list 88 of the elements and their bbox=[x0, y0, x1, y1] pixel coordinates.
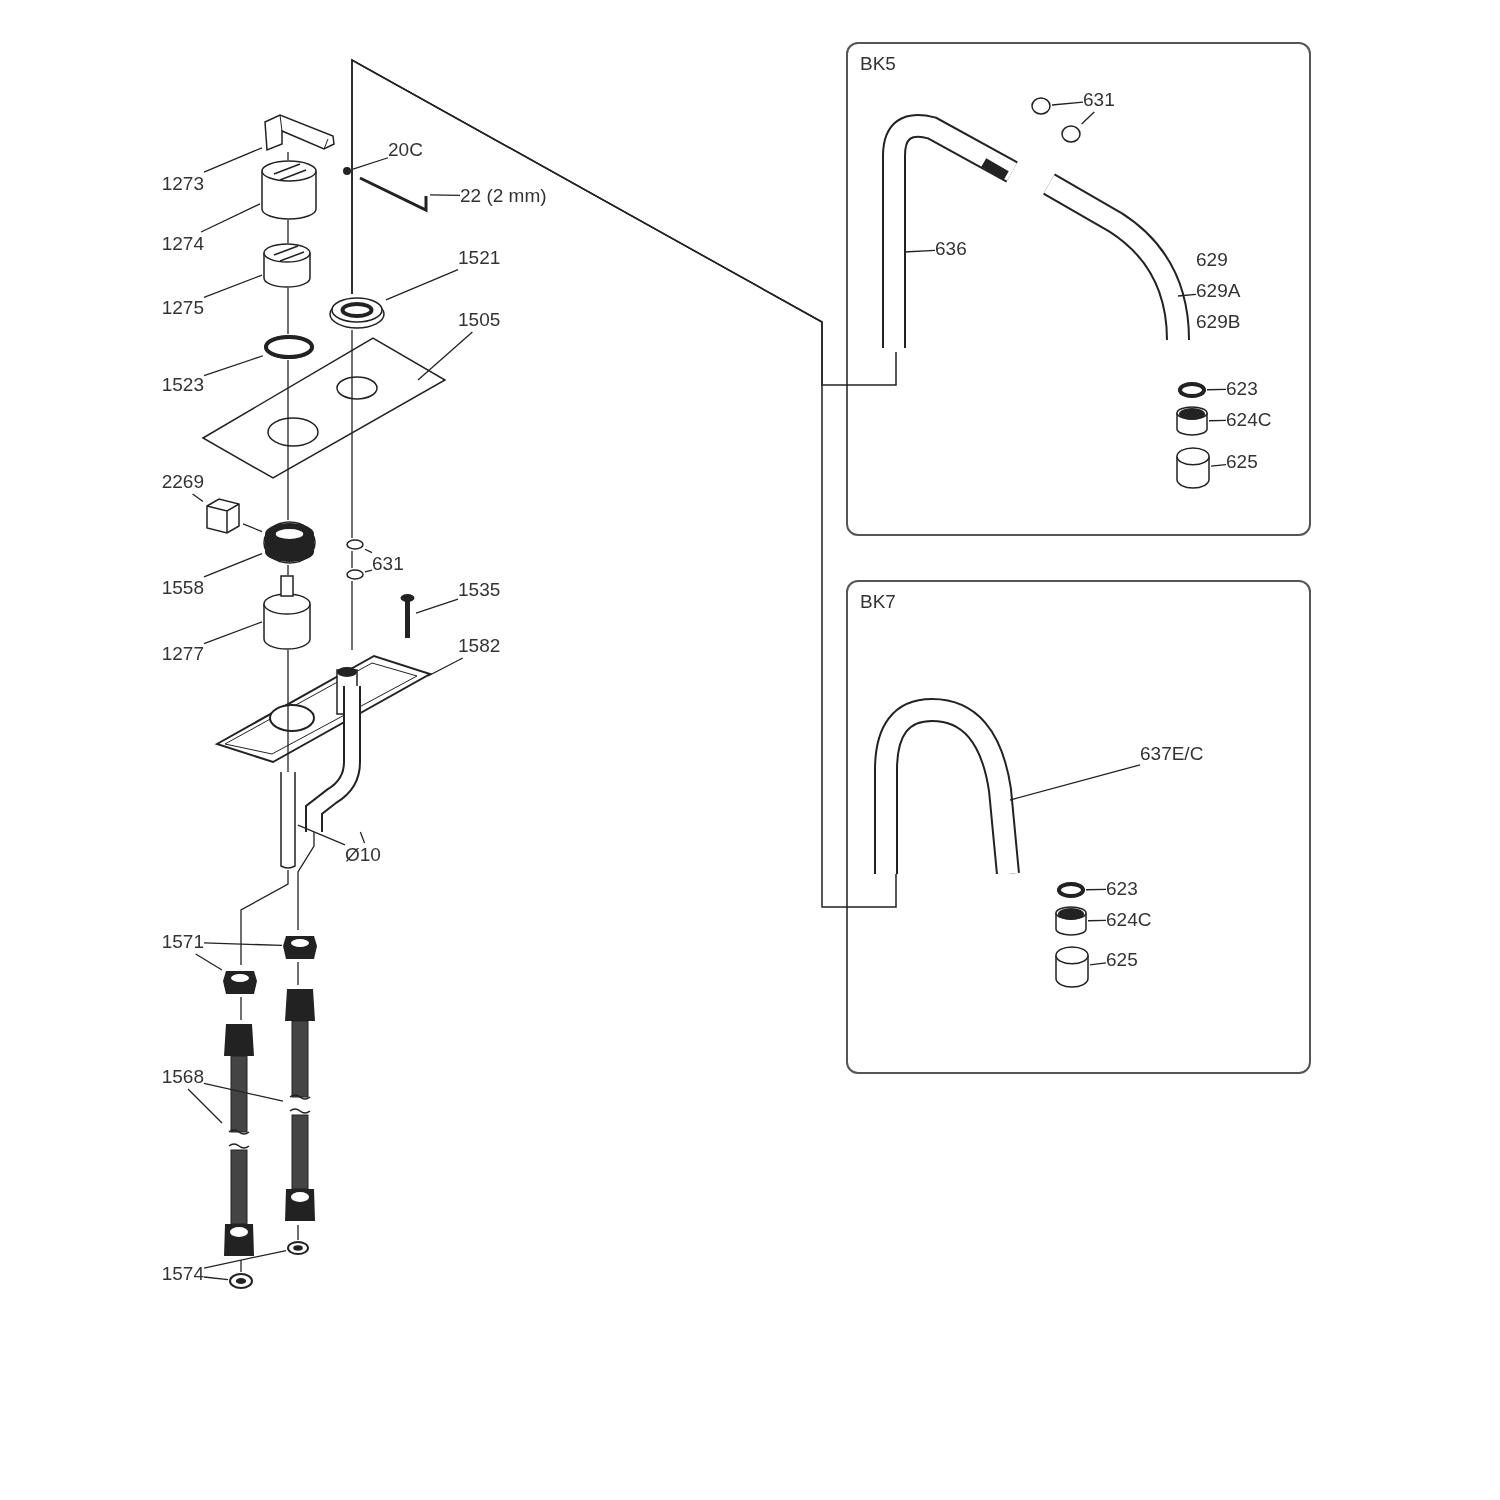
centre-line bbox=[287, 287, 289, 335]
leader-line bbox=[1087, 919, 1107, 922]
leader-line bbox=[427, 657, 464, 677]
callout-number: 1523 bbox=[148, 373, 204, 397]
leader-line bbox=[359, 831, 366, 844]
callout-number: 1582 bbox=[458, 634, 514, 658]
leader-line bbox=[429, 194, 461, 196]
leader-line bbox=[1085, 888, 1107, 891]
centre-line bbox=[351, 480, 353, 539]
centre-line bbox=[287, 359, 289, 482]
callout-number: 631 bbox=[1083, 88, 1131, 112]
leader-line bbox=[1051, 101, 1084, 106]
centre-line bbox=[287, 767, 289, 773]
centre-line bbox=[287, 480, 289, 521]
leader-line bbox=[203, 1276, 229, 1281]
centre-line bbox=[297, 1224, 299, 1241]
centre-line bbox=[240, 1259, 242, 1273]
leader-line bbox=[1009, 764, 1141, 801]
detail-panel bbox=[846, 42, 1311, 536]
centre-line bbox=[240, 869, 289, 966]
leader-line bbox=[352, 157, 389, 170]
callout-number: 20C bbox=[388, 138, 436, 162]
leader-line bbox=[203, 621, 263, 645]
panel-heading: BK7 bbox=[860, 590, 896, 614]
centre-line bbox=[351, 329, 353, 482]
leader-line bbox=[195, 953, 223, 971]
leader-line bbox=[364, 548, 373, 554]
leader-line bbox=[417, 331, 474, 381]
callout-number: 1571 bbox=[148, 930, 204, 954]
leader-line bbox=[1210, 463, 1227, 467]
callout-number: Ø10 bbox=[345, 843, 393, 867]
callout-number: 1558 bbox=[148, 576, 204, 600]
callout-number: 1505 bbox=[458, 308, 514, 332]
leader-line bbox=[203, 552, 263, 578]
callout-number: 623 bbox=[1226, 377, 1274, 401]
callout-number: 625 bbox=[1106, 948, 1154, 972]
callout-number: 624C bbox=[1106, 908, 1166, 932]
centre-line bbox=[287, 564, 289, 576]
centre-line bbox=[351, 580, 353, 651]
leader-line bbox=[191, 493, 204, 503]
leader-line bbox=[1080, 111, 1095, 125]
leader-line bbox=[203, 1249, 287, 1269]
leader-line bbox=[1206, 388, 1227, 391]
callout-number: 629A bbox=[1196, 279, 1242, 303]
centre-line bbox=[287, 649, 289, 769]
leader-line bbox=[415, 598, 459, 614]
leader-line bbox=[203, 355, 264, 377]
panel-heading: BK5 bbox=[860, 52, 896, 76]
leader-line bbox=[242, 523, 263, 533]
leader-line bbox=[203, 1082, 284, 1102]
centre-line bbox=[240, 996, 242, 1021]
callout-number: 1535 bbox=[458, 578, 514, 602]
detail-panel bbox=[846, 580, 1311, 1074]
centre-line bbox=[287, 219, 289, 244]
callout-number: 625 bbox=[1226, 450, 1274, 474]
callout-number: 1274 bbox=[148, 232, 204, 256]
centre-line bbox=[297, 961, 299, 986]
centre-line bbox=[287, 151, 289, 161]
leader-line bbox=[203, 942, 283, 947]
leader-line bbox=[903, 249, 936, 253]
callout-number: 623 bbox=[1106, 877, 1154, 901]
leader-line bbox=[1208, 419, 1227, 422]
callout-number: 629B bbox=[1196, 310, 1242, 334]
callout-number: 631 bbox=[372, 552, 420, 576]
callout-number: 637E/C bbox=[1140, 742, 1220, 766]
centre-line bbox=[351, 550, 353, 569]
callout-number: 629 bbox=[1196, 248, 1229, 272]
callout-number: 1275 bbox=[148, 296, 204, 320]
leader-line bbox=[187, 1088, 223, 1124]
callout-number: 1277 bbox=[148, 642, 204, 666]
centre-line bbox=[297, 831, 315, 931]
leader-line bbox=[200, 203, 261, 233]
callout-number: 636 bbox=[935, 237, 983, 261]
callout-number: 22 (2 mm) bbox=[460, 184, 570, 208]
callout-number: 624C bbox=[1226, 408, 1286, 432]
leader-line bbox=[364, 569, 373, 573]
leader-line bbox=[1177, 293, 1197, 297]
leader-line bbox=[203, 147, 263, 173]
leader-line bbox=[203, 274, 263, 298]
leader-line bbox=[1089, 962, 1107, 966]
callout-number: 1568 bbox=[148, 1065, 204, 1089]
leader-line bbox=[297, 824, 346, 846]
assembly-line bbox=[351, 58, 897, 908]
leader-line bbox=[385, 269, 459, 301]
callout-number: 1521 bbox=[458, 246, 514, 270]
callout-number: 1273 bbox=[148, 172, 204, 196]
callout-number: 1574 bbox=[148, 1262, 204, 1286]
callout-number: 2269 bbox=[148, 470, 204, 494]
